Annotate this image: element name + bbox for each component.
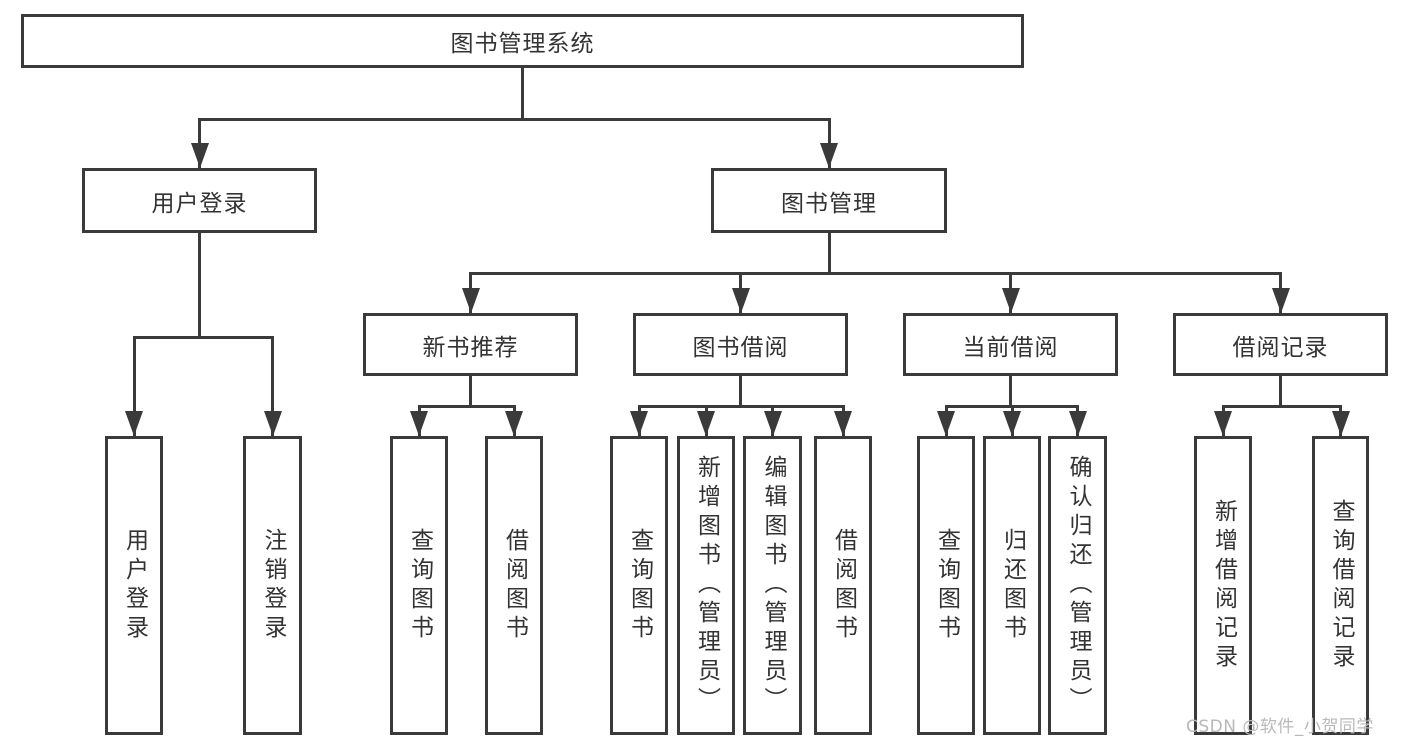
- arrow-down-icon: [1271, 288, 1290, 313]
- arrow-down-icon: [410, 411, 428, 436]
- node-label: 图书管理: [781, 190, 877, 217]
- arrow-down-icon: [505, 411, 523, 436]
- connector-v-line: [469, 376, 472, 406]
- node-current-borrow: 当前借阅: [903, 313, 1118, 376]
- node-rc-query: 查询借阅记录: [1312, 436, 1369, 735]
- arrow-down-icon: [763, 411, 782, 436]
- arrow-down-icon: [731, 288, 750, 313]
- node-bw-query: 查询图书: [610, 436, 668, 735]
- connector-h-line: [637, 404, 845, 408]
- node-cb-return: 归还图书: [983, 436, 1041, 735]
- node-label: 新增图书（管理员）: [693, 455, 720, 716]
- node-root: 图书管理系统: [21, 14, 1024, 68]
- node-book-borrow: 图书借阅: [633, 313, 848, 376]
- connector-h-line: [1221, 404, 1342, 408]
- node-cb-query: 查询图书: [917, 436, 975, 735]
- arrow-down-icon: [834, 411, 852, 436]
- arrow-down-icon: [1214, 411, 1232, 436]
- node-label: 新增借阅记录: [1210, 498, 1237, 673]
- node-label: 用户登录: [151, 190, 248, 217]
- node-leaf-user-login: 用户登录: [105, 436, 163, 735]
- arrow-down-icon: [937, 411, 955, 436]
- node-label: 借阅记录: [1232, 334, 1329, 361]
- node-label: 图书借阅: [692, 334, 789, 361]
- arrow-down-icon: [820, 143, 838, 168]
- arrow-down-icon: [1331, 411, 1350, 436]
- node-label: 查询图书: [406, 527, 433, 644]
- node-label: 查询图书: [933, 527, 960, 644]
- connector-v-line: [132, 337, 136, 436]
- node-bw-add: 新增图书（管理员）: [677, 436, 735, 735]
- node-leaf-logout: 注销登录: [243, 436, 302, 735]
- connector-v-line: [739, 376, 742, 406]
- csdn-watermark: CSDN @软件_小贺同学: [1186, 717, 1374, 737]
- node-label: 图书管理系统: [450, 31, 595, 57]
- node-bw-edit: 编辑图书（管理员）: [743, 436, 802, 735]
- node-label: 注销登录: [260, 527, 286, 644]
- arrow-down-icon: [1001, 288, 1020, 313]
- connector-v-line: [271, 337, 274, 436]
- node-rc-add: 新增借阅记录: [1194, 436, 1252, 735]
- node-label: 用户登录: [121, 527, 148, 644]
- node-bw-borrow: 借阅图书: [814, 436, 872, 735]
- arrow-down-icon: [461, 288, 480, 313]
- connector-v-line: [198, 233, 201, 337]
- arrow-down-icon: [697, 411, 715, 436]
- node-label: 归还图书: [999, 527, 1026, 644]
- connector-v-line: [1279, 376, 1282, 406]
- node-new-book-rec: 新书推荐: [363, 313, 578, 376]
- node-label: 借阅图书: [501, 527, 528, 644]
- connector-h-line: [417, 404, 516, 408]
- arrow-down-icon: [630, 411, 648, 436]
- node-label: 编辑图书（管理员）: [760, 455, 786, 716]
- node-label: 查询图书: [626, 527, 653, 644]
- node-label: 当前借阅: [962, 334, 1059, 361]
- arrow-down-icon: [125, 411, 143, 436]
- node-label: 借阅图书: [830, 527, 857, 644]
- connector-h-line: [469, 271, 1282, 275]
- node-cb-confirm: 确认归还（管理员）: [1048, 436, 1107, 735]
- node-nb-query: 查询图书: [390, 436, 448, 735]
- node-label: 查询借阅记录: [1328, 498, 1354, 673]
- arrow-down-icon: [263, 411, 282, 436]
- connector-v-line: [827, 233, 831, 273]
- arrow-down-icon: [1068, 411, 1087, 436]
- arrow-down-icon: [190, 143, 209, 168]
- node-label: 确认归还（管理员）: [1065, 455, 1091, 716]
- node-label: 新书推荐: [422, 334, 519, 361]
- connector-h-line: [132, 335, 274, 339]
- connector-h-line: [198, 117, 831, 121]
- node-nb-borrow: 借阅图书: [485, 436, 543, 735]
- node-borrow-records: 借阅记录: [1173, 313, 1388, 376]
- connector-v-line: [1009, 376, 1012, 406]
- node-user-login: 用户登录: [82, 168, 317, 233]
- arrow-down-icon: [1003, 411, 1021, 436]
- node-book-mgmt: 图书管理: [711, 168, 947, 233]
- connector-v-line: [521, 68, 524, 119]
